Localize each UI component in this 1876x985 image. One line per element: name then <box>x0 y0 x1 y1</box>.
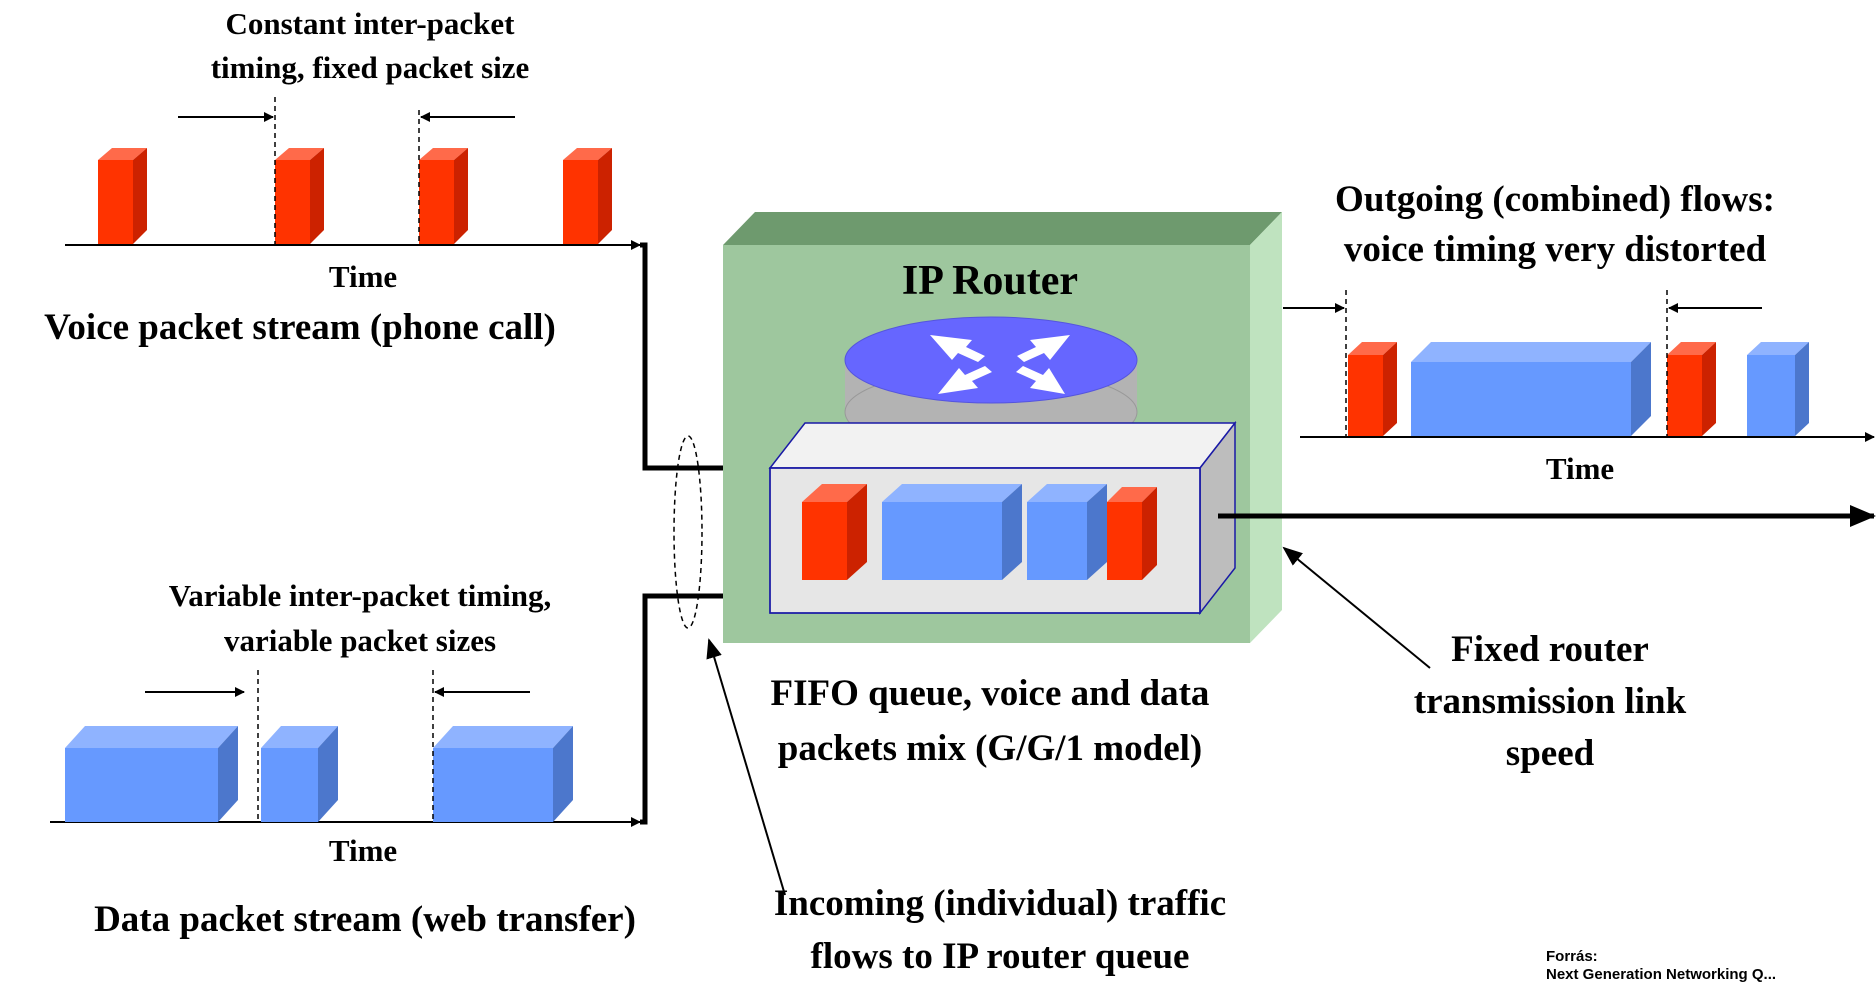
data-packet <box>433 726 573 822</box>
queued-data-packet <box>882 484 1022 580</box>
outgoing-time-label: Time <box>1545 451 1615 486</box>
link-speed-line1: Fixed router <box>1451 629 1649 670</box>
voice-stream <box>65 97 641 250</box>
outgoing-voice-packet <box>1667 342 1716 436</box>
source-label: Forrás: <box>1546 948 1598 965</box>
data-caption-line2: variable packet sizes <box>223 623 497 658</box>
outgoing-data-packet <box>1411 342 1651 436</box>
outgoing-voice-packet <box>1348 342 1397 436</box>
incoming-flow-lines <box>640 242 772 825</box>
router-title: IP Router <box>901 258 1079 304</box>
link-speed-line3: speed <box>1505 733 1595 774</box>
voice-stream-title: Voice packet stream (phone call) <box>44 307 556 348</box>
source-text: Next Generation Networking Q... <box>1546 966 1777 983</box>
link-speed-pointer <box>1282 546 1431 669</box>
incoming-flows-line2: flows to IP router queue <box>810 936 1190 977</box>
queued-voice-packet <box>802 484 867 580</box>
data-time-label: Time <box>328 833 398 868</box>
voice-packet <box>98 148 147 244</box>
outgoing-data-packet <box>1747 342 1809 436</box>
data-packet <box>65 726 238 822</box>
outgoing-caption-line1: Outgoing (combined) flows: <box>1335 179 1775 220</box>
voice-time-label: Time <box>328 259 398 294</box>
data-stream <box>50 670 641 827</box>
data-caption-line1: Variable inter-packet timing, <box>168 578 552 613</box>
link-speed-line2: transmission link <box>1413 681 1687 722</box>
incoming-flows-line1: Incoming (individual) traffic <box>773 883 1227 924</box>
data-stream-title: Data packet stream (web transfer) <box>94 899 636 940</box>
voice-packet <box>275 148 324 244</box>
queued-voice-packet <box>1107 487 1157 580</box>
voice-packet <box>563 148 612 244</box>
outgoing-stream <box>1283 290 1875 442</box>
voice-caption-line1: Constant inter-packet <box>225 6 515 41</box>
voice-caption-line2: timing, fixed packet size <box>210 50 530 85</box>
fifo-queue <box>768 420 1237 616</box>
voice-packet <box>419 148 468 244</box>
queue-caption-line1: FIFO queue, voice and data <box>770 673 1210 714</box>
data-packet <box>261 726 338 822</box>
incoming-flows-ellipse <box>673 435 703 629</box>
queued-data-packet <box>1027 484 1107 580</box>
queue-caption-line2: packets mix (G/G/1 model) <box>777 728 1203 769</box>
outgoing-caption-line2: voice timing very distorted <box>1343 229 1767 270</box>
incoming-flows-pointer <box>706 638 786 896</box>
